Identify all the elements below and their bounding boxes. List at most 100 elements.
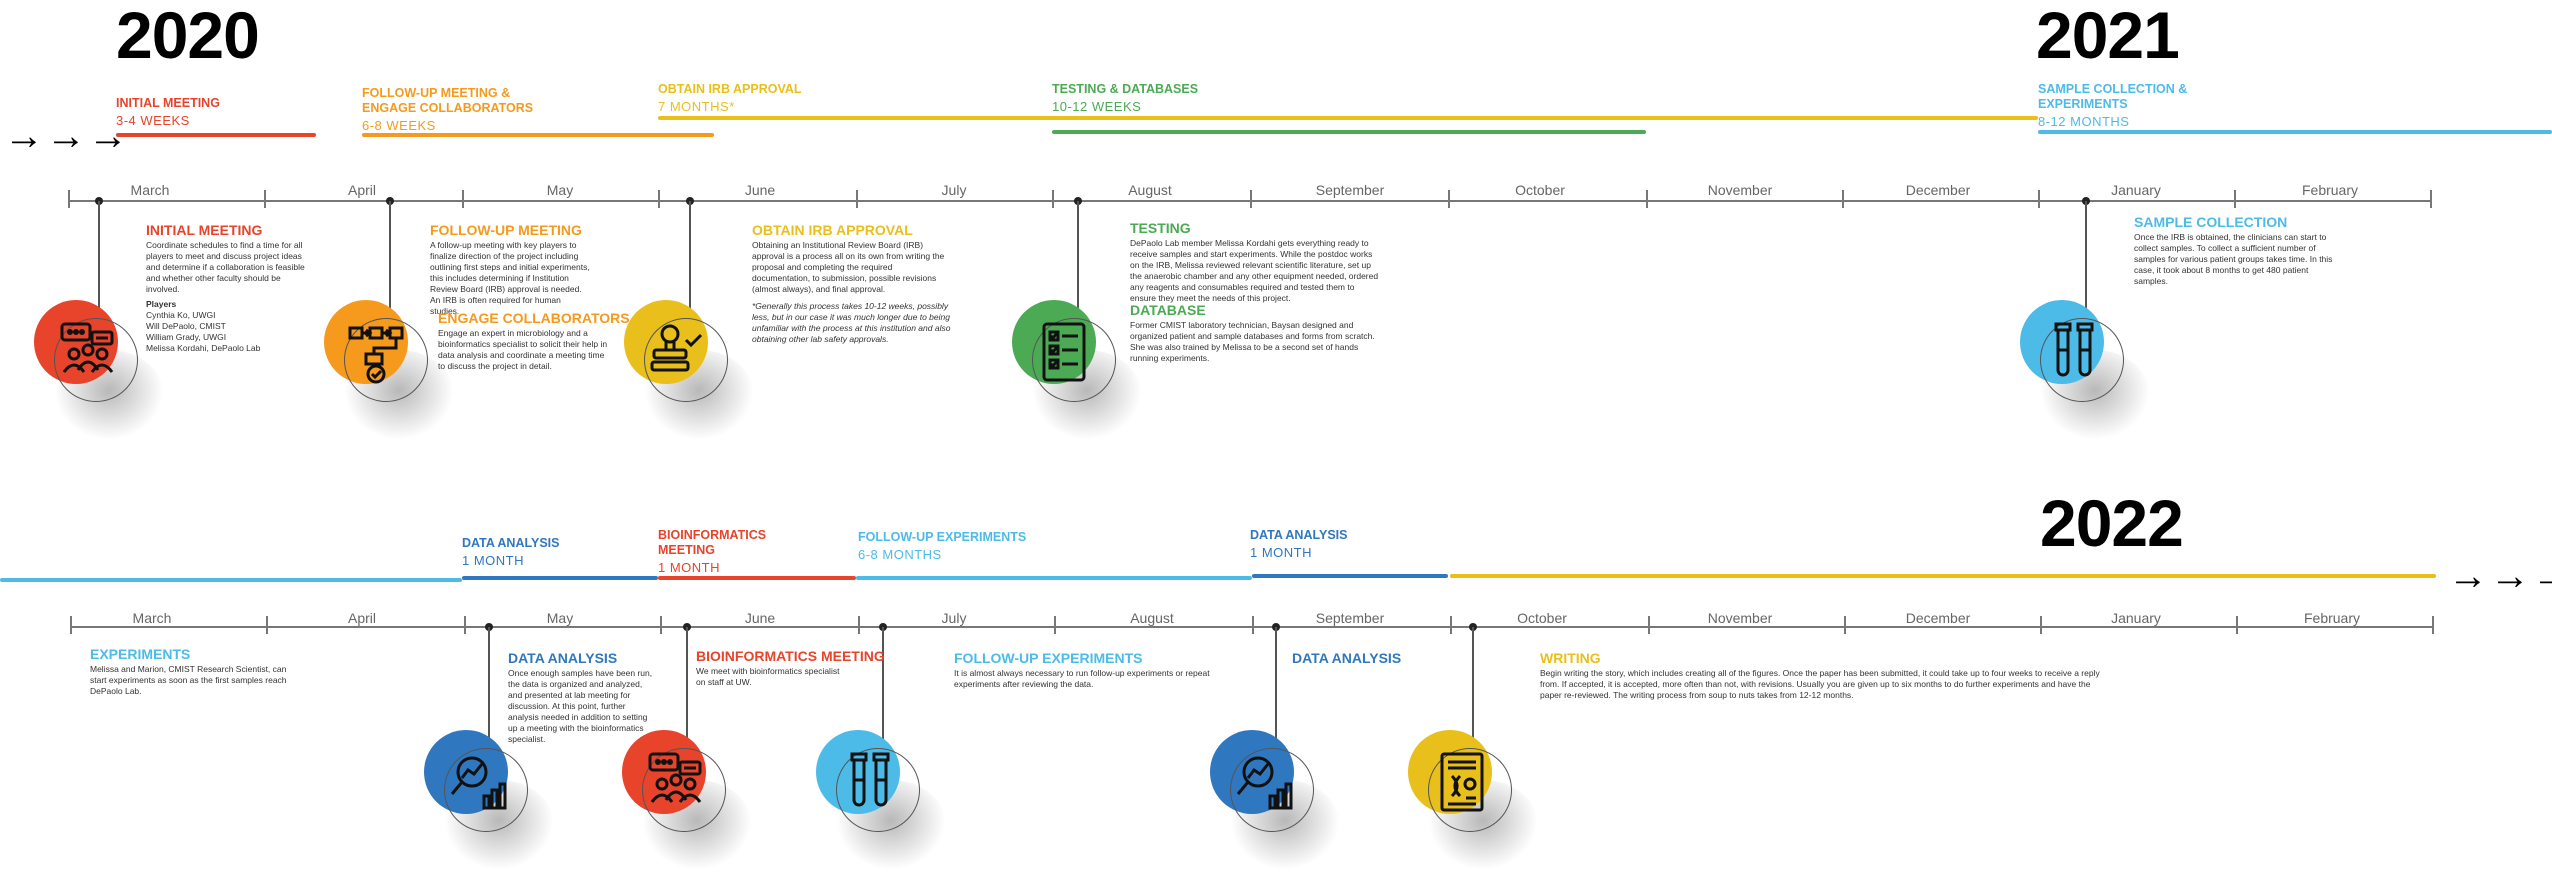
- month-label: February: [2301, 182, 2359, 198]
- axis-tick: [70, 616, 72, 634]
- axis-tick: [2234, 190, 2236, 208]
- phase-duration: 1 MONTH: [658, 560, 720, 575]
- badge-ring: [1230, 748, 1314, 832]
- test-tubes-icon: [2054, 322, 2094, 377]
- axis-tick: [658, 190, 660, 208]
- phase-bar-red: [116, 133, 316, 137]
- phase-title: OBTAIN IRB APPROVAL: [658, 82, 802, 96]
- phase-bar-dark-blue: [462, 576, 658, 580]
- month-label: May: [546, 610, 574, 626]
- phase-data-analysis-1: DATA ANALYSIS 1 MONTH: [462, 536, 662, 568]
- month-label: June: [744, 182, 776, 198]
- phase-bar-yellow: [658, 116, 2038, 120]
- phase-bioinformatics-meeting: BIOINFORMATICS MEETING 1 MONTH: [658, 528, 858, 575]
- event-stem: [882, 627, 884, 777]
- phase-duration: 6-8 MONTHS: [858, 547, 942, 562]
- year-2022: 2022: [2040, 486, 2184, 560]
- axis-tick: [1448, 190, 1450, 208]
- phase-sample-collection: SAMPLE COLLECTION & EXPERIMENTS 8-12 MON…: [2038, 82, 2238, 129]
- event-stem: [389, 201, 391, 351]
- badge-ring: [1428, 748, 1512, 832]
- event-body-engage-collaborators: Engage an expert in microbiology and a b…: [438, 328, 608, 371]
- badge-ring: [642, 748, 726, 832]
- event-body-sample-collection: Once the IRB is obtained, the clinicians…: [2134, 232, 2333, 286]
- phase-duration: 1 MONTH: [1250, 545, 1312, 560]
- event-stem: [2085, 201, 2087, 351]
- manuscript-icon: [1440, 752, 1484, 812]
- month-label: November: [1707, 182, 1773, 198]
- phase-bar-light-blue: [856, 576, 1252, 580]
- event-description: Obtaining an Institutional Review Board …: [752, 240, 945, 294]
- event-body-experiments: Melissa and Marion, CMIST Research Scien…: [90, 664, 287, 696]
- event-title-sample-collection: SAMPLE COLLECTION: [2134, 214, 2288, 230]
- event-stem: [98, 201, 100, 351]
- month-label: August: [1130, 610, 1174, 626]
- event-body-testing: DePaolo Lab member Melissa Kordahi gets …: [1130, 238, 1379, 303]
- month-label: November: [1707, 610, 1773, 626]
- irb-badge: [624, 300, 754, 440]
- axis-tick: [2038, 190, 2040, 208]
- event-stem: [689, 201, 691, 351]
- month-label: July: [941, 182, 967, 198]
- phase-bar-yellow: [1450, 574, 2436, 578]
- month-label: March: [132, 610, 172, 626]
- phase-bar-red: [658, 576, 856, 580]
- phase-bar-light-blue: [2038, 130, 2552, 134]
- month-label: June: [744, 610, 776, 626]
- phase-testing: TESTING & DATABASES 10-12 WEEKS: [1052, 82, 1302, 114]
- month-label: September: [1315, 182, 1385, 198]
- phase-title: FOLLOW-UP EXPERIMENTS: [858, 530, 1027, 544]
- event-description: Coordinate schedules to find a time for …: [146, 240, 305, 294]
- month-label: August: [1128, 182, 1172, 198]
- axis-tick: [1250, 190, 1252, 208]
- event-body-initial-meeting: Coordinate schedules to find a time for …: [146, 240, 306, 354]
- axis-tick: [464, 616, 466, 634]
- month-label: February: [2303, 610, 2361, 626]
- event-body-database: Former CMIST laboratory technician, Bays…: [1130, 320, 1375, 363]
- checklist-icon: [1042, 322, 1086, 382]
- axis-tick: [462, 190, 464, 208]
- month-label: July: [941, 610, 967, 626]
- event-body-data-analysis-1: Once enough samples have been run, the d…: [508, 668, 653, 744]
- meeting-icon: [648, 752, 702, 803]
- test-tubes-icon: [850, 752, 890, 807]
- meeting-icon: [60, 322, 114, 373]
- axis-tick: [2432, 616, 2434, 634]
- axis-tick: [2236, 616, 2238, 634]
- phase-duration: 7 MONTHS*: [658, 99, 735, 114]
- badge-ring: [1032, 318, 1116, 402]
- player-name: Will DePaolo, CMIST: [146, 321, 226, 331]
- year-2020: 2020: [116, 0, 260, 72]
- phase-followup-meeting: FOLLOW-UP MEETING & ENGAGE COLLABORATORS…: [362, 86, 562, 133]
- event-title-data-analysis-1: DATA ANALYSIS: [508, 650, 618, 666]
- phase-duration: 1 MONTH: [462, 553, 524, 568]
- event-title-followup-experiments: FOLLOW-UP EXPERIMENTS: [954, 650, 1143, 666]
- axis-tick: [264, 190, 266, 208]
- phase-title: DATA ANALYSIS: [462, 536, 560, 550]
- axis-tick: [1052, 190, 1054, 208]
- month-label: September: [1315, 610, 1385, 626]
- event-stem: [1275, 627, 1277, 777]
- phase-duration: 3-4 WEEKS: [116, 113, 190, 128]
- axis-tick: [856, 190, 858, 208]
- axis-tick: [68, 190, 70, 208]
- data-analysis-icon: [1236, 756, 1293, 810]
- axis-tick: [1842, 190, 1844, 208]
- badge-ring: [344, 318, 428, 402]
- phase-bar-light-blue-lead: [0, 578, 462, 582]
- approval-stamp-icon: [650, 324, 703, 372]
- event-footnote: *Generally this process takes 10-12 week…: [752, 301, 951, 344]
- axis-tick: [266, 616, 268, 634]
- badge-ring: [54, 318, 138, 402]
- event-title-initial-meeting: INITIAL MEETING: [146, 222, 263, 238]
- followup-meeting-badge: [324, 300, 454, 440]
- phase-title: TESTING & DATABASES: [1052, 82, 1199, 96]
- players-label: Players: [146, 299, 177, 309]
- initial-meeting-badge: [34, 300, 164, 440]
- month-label: December: [1905, 610, 1971, 626]
- phase-duration: 10-12 WEEKS: [1052, 99, 1142, 114]
- event-title-bioinformatics-meeting: BIOINFORMATICS MEETING: [696, 648, 885, 664]
- event-title-data-analysis-2: DATA ANALYSIS: [1292, 650, 1402, 666]
- data-analysis-badge-2: [1210, 730, 1340, 870]
- phase-duration: 8-12 MONTHS: [2038, 114, 2130, 129]
